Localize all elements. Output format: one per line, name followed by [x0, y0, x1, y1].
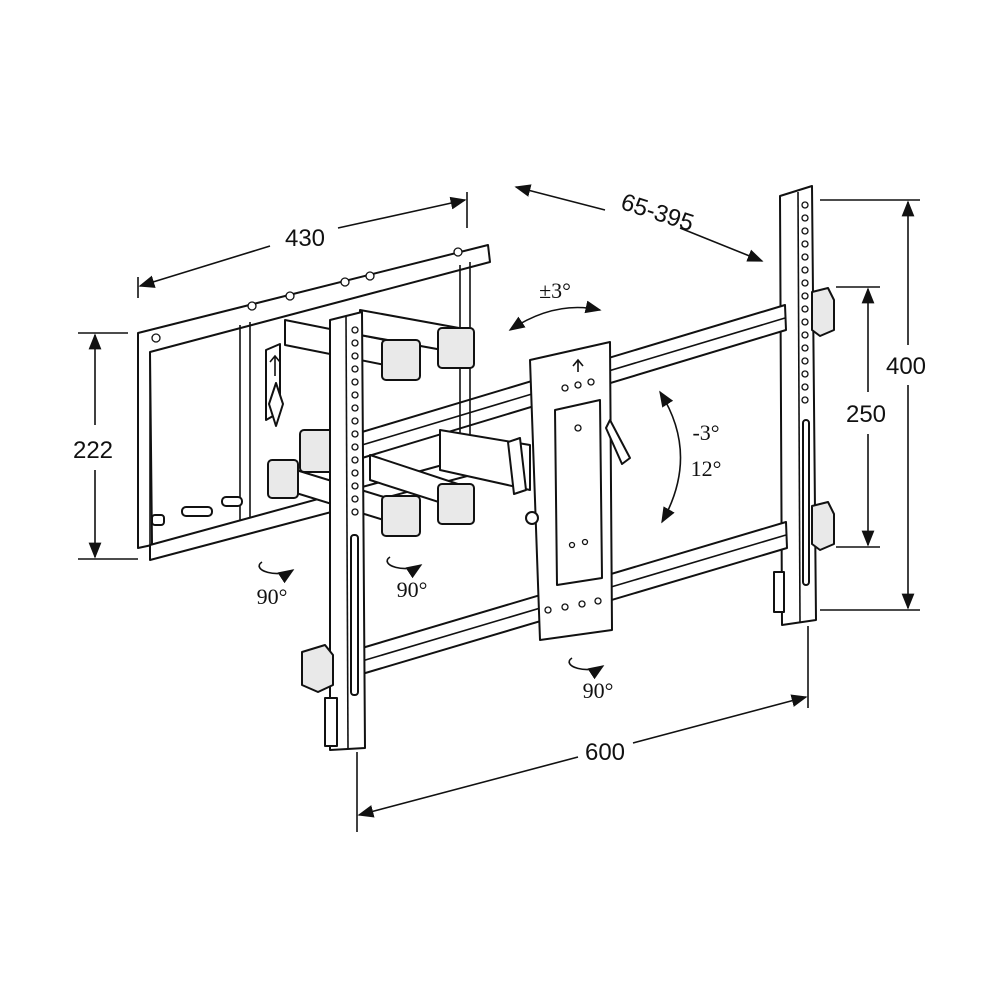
dim-250-label: 250: [846, 401, 886, 428]
tv-arm-vertical: [301, 311, 366, 751]
tilt-down-label: 12°: [691, 456, 722, 481]
lower-wall-clamp: [811, 501, 835, 551]
wall-plate: [773, 185, 835, 626]
dimension-400: 400: [820, 199, 926, 611]
swivel-indicator: ±3°: [508, 278, 602, 331]
dim-65-395-label: 65-395: [618, 188, 697, 237]
rotate-bottom-label: 90°: [583, 678, 614, 703]
dimension-222: 222: [73, 332, 138, 560]
tilt-head: [507, 341, 631, 641]
diamond-marker: [268, 382, 284, 427]
tv-plate-screws: [151, 247, 463, 343]
wall-plate-foot: [773, 571, 785, 613]
tilt-indicator: -3° 12°: [659, 390, 722, 524]
rotate-indicator-mid: 90°: [386, 556, 428, 602]
wall-plate-holes: [801, 201, 809, 404]
head-up-arrow-icon: [572, 358, 584, 372]
tilt-slot: [554, 399, 603, 586]
tilt-lever: [605, 419, 631, 465]
tilt-up-label: -3°: [692, 420, 719, 445]
rotate-left-label: 90°: [257, 584, 288, 609]
dim-400-label: 400: [886, 353, 926, 380]
rotate-indicator-left: 90°: [257, 561, 295, 609]
dimension-600: 600: [356, 626, 809, 832]
rotate-indicator-bottom: 90°: [568, 657, 614, 703]
dimension-430: 430: [137, 192, 468, 298]
dim-222-label: 222: [73, 437, 113, 464]
up-arrow-icon: [269, 354, 281, 376]
tilt-knob: [507, 437, 527, 495]
tv-arm-holes: [351, 326, 359, 516]
rotate-mid-label: 90°: [397, 577, 428, 602]
swivel-angle-label: ±3°: [539, 278, 571, 303]
dim-430-label: 430: [285, 225, 325, 252]
upper-wall-clamp: [811, 287, 835, 337]
dimension-250: 250: [836, 286, 886, 548]
dimension-65-395: 65-395: [514, 184, 764, 262]
dim-600-label: 600: [585, 739, 625, 766]
tv-arm-clamp: [301, 644, 334, 693]
